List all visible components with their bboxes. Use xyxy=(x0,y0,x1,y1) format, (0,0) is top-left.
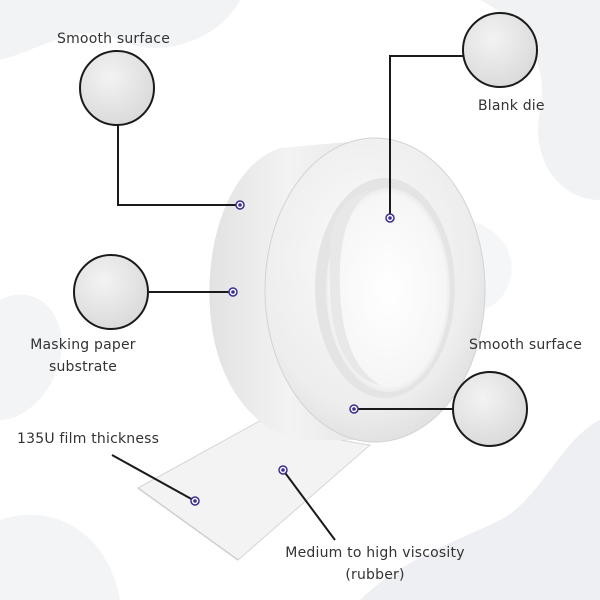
anchor-dot xyxy=(228,287,238,297)
label-viscosity-line1: Medium to high viscosity xyxy=(285,545,465,561)
anchor-dots xyxy=(190,200,395,506)
tape-roll xyxy=(209,137,486,443)
anchor-dot xyxy=(349,404,359,414)
tape-roll-core-shadow xyxy=(330,190,380,385)
background-blob xyxy=(480,0,600,200)
label-smooth-surface-top: Smooth surface xyxy=(57,31,171,47)
label-masking-paper-substrate: Masking paper substrate xyxy=(18,334,148,378)
anchor-dot xyxy=(385,213,395,223)
label-masking-paper-line1: Masking paper xyxy=(30,337,136,353)
label-blank-die: Blank die xyxy=(478,98,545,114)
zoom-circle-smooth-surface-top xyxy=(79,50,155,126)
zoom-circle-blank-die xyxy=(462,12,538,88)
leader-line-film-thickness xyxy=(111,454,196,502)
zoom-circles xyxy=(73,12,538,447)
zoom-circle-masking-paper xyxy=(73,254,149,330)
background-blob xyxy=(0,514,120,600)
tape-roll-core xyxy=(326,188,450,392)
leader-line-blank-die xyxy=(389,55,467,218)
label-masking-paper-line2: substrate xyxy=(48,359,118,375)
leader-line-viscosity xyxy=(282,469,336,541)
leader-line-smooth-surface-top xyxy=(117,125,240,206)
anchor-dot xyxy=(235,200,245,210)
label-viscosity: Medium to high viscosity (rubber) xyxy=(270,542,480,586)
label-smooth-surface-right: Smooth surface xyxy=(469,337,583,353)
anchor-dot xyxy=(190,496,200,506)
tape-strip-edge xyxy=(137,487,239,561)
background-blob xyxy=(0,294,62,420)
label-viscosity-line2: (rubber) xyxy=(345,567,405,583)
background-blob xyxy=(360,420,600,600)
anchor-dot xyxy=(278,465,288,475)
background-blob xyxy=(0,0,240,60)
label-film-thickness: 135U film thickness xyxy=(17,431,160,447)
zoom-circle-smooth-surface-right xyxy=(452,371,528,447)
leader-lines xyxy=(111,55,467,541)
